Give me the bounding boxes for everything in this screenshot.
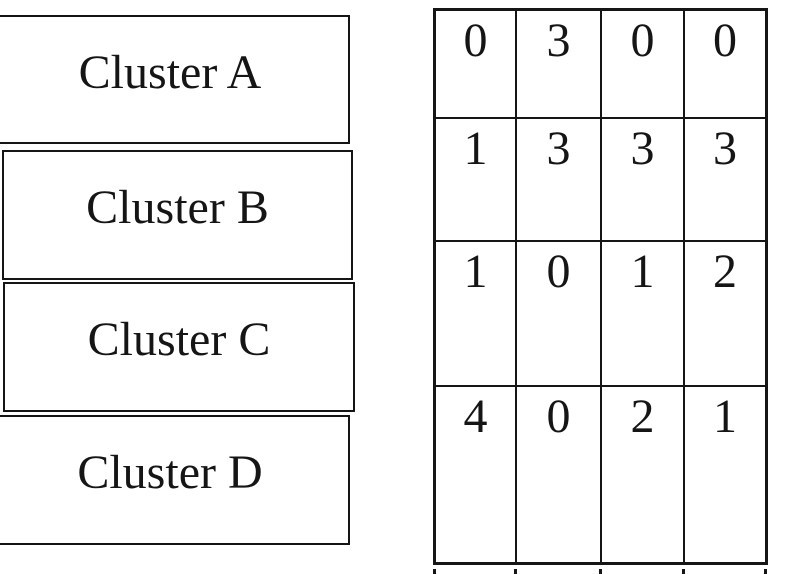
cluster-box-a: Cluster A — [0, 15, 350, 144]
cutoff-row-tick — [433, 569, 436, 574]
matrix-cell-r3c4: 2 — [685, 242, 765, 387]
cluster-c-label: Cluster C — [87, 313, 271, 366]
cluster-d-label: Cluster D — [77, 446, 263, 499]
matrix-cell-r1c1: 0 — [436, 11, 517, 119]
matrix-cell-r2c2: 3 — [517, 119, 602, 242]
cutoff-row-tick — [682, 569, 685, 574]
matrix-cell-r4c4: 1 — [713, 390, 737, 443]
cluster-box-d: Cluster D — [0, 415, 350, 545]
matrix-cell-r3c2: 0 — [517, 242, 602, 387]
matrix-cell-r2c3: 3 — [602, 119, 685, 242]
cutoff-row-tick — [764, 569, 767, 574]
cluster-box-b: Cluster B — [2, 150, 353, 280]
matrix-cell-r2c1: 1 — [436, 119, 517, 242]
cluster-box-c: Cluster C — [3, 282, 355, 412]
matrix-cell-r1c4: 0 — [685, 11, 765, 119]
cluster-b-label: Cluster B — [86, 181, 269, 234]
matrix-cell-r1c2: 3 — [517, 11, 602, 119]
matrix-cell-r1c3: 0 — [602, 11, 685, 119]
matrix-cell-r4c3: 2 — [602, 387, 685, 562]
matrix-cell-r3c1: 1 — [436, 242, 517, 387]
matrix-cell-r4c2: 0 — [517, 387, 602, 562]
matrix-table: 0 3 0 0 1 3 3 3 1 0 1 2 4 0 2 1 — [433, 8, 768, 565]
cutoff-row-tick — [599, 569, 602, 574]
matrix-cell-r4c1: 4 — [436, 387, 517, 562]
cluster-a-label: Cluster A — [78, 46, 262, 99]
cutoff-row-tick — [514, 569, 517, 574]
matrix-cell-r2c4: 3 — [685, 119, 765, 242]
matrix-cell-r3c3: 1 — [602, 242, 685, 387]
